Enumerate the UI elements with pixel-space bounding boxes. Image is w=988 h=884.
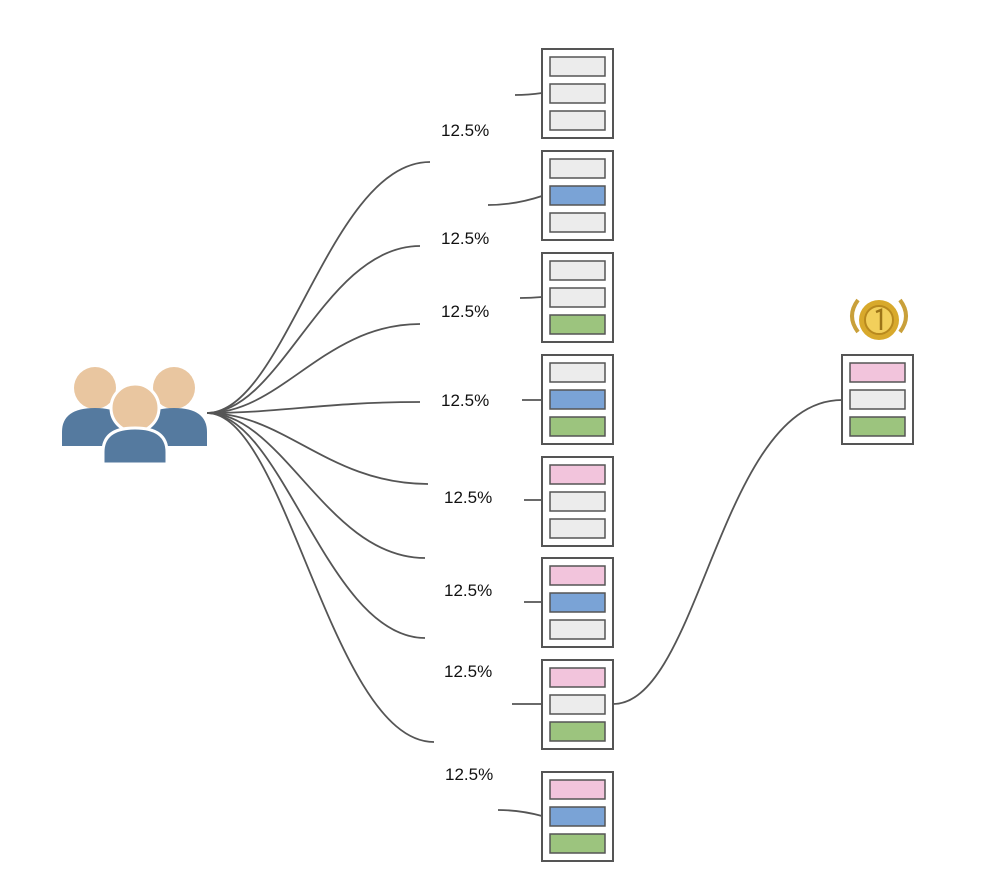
slot-empty [549,212,606,233]
percentage-label: 12.5% [441,121,489,140]
slot-empty [549,110,606,131]
slot-empty [549,619,606,640]
slot-blue [549,806,606,827]
slot-empty [549,518,606,539]
percentage-label: 12.5% [445,765,493,784]
variant-box [541,354,614,445]
stub-line [514,92,543,96]
slot-green [549,416,606,437]
fan-line [206,412,429,485]
slot-empty [549,287,606,308]
variant-box [541,48,614,139]
slot-blue [549,185,606,206]
percentage-label: 12.5% [441,391,489,410]
users-group-icon [62,367,207,466]
percentage-label: 12.5% [444,581,492,600]
slot-empty [849,389,906,410]
fan-line [206,412,426,639]
variant-box [541,659,614,750]
slot-green [549,721,606,742]
percentage-label: 12.5% [441,302,489,321]
stub-line [497,809,543,817]
slot-green [849,416,906,437]
winning-variant-box [841,354,914,445]
connector-lines [206,92,843,817]
winner-line [612,399,843,705]
slot-empty [549,694,606,715]
slot-green [549,833,606,854]
stub-line [519,296,543,299]
slot-empty [549,56,606,77]
slot-pink [549,464,606,485]
variant-box [541,557,614,648]
percentage-label: 12.5% [441,229,489,248]
winner-box [841,354,914,445]
stub-line [487,195,543,206]
slot-blue [549,592,606,613]
gold-medal-icon [850,298,908,340]
variant-boxes [541,48,614,862]
variant-box [541,252,614,343]
slot-pink [549,565,606,586]
fan-line [206,245,421,414]
slot-empty [549,158,606,179]
slot-pink [549,667,606,688]
slot-empty [549,260,606,281]
variant-box [541,771,614,862]
slot-blue [549,389,606,410]
slot-empty [549,83,606,104]
slot-empty [549,362,606,383]
percentage-label: 12.5% [444,488,492,507]
fan-line [206,412,435,743]
slot-pink [849,362,906,383]
slot-empty [549,491,606,512]
fan-line [206,161,431,414]
percentage-label: 12.5% [444,662,492,681]
slot-pink [549,779,606,800]
slot-green [549,314,606,335]
fan-line [206,401,421,414]
fan-line [206,323,421,414]
percentage-labels: 12.5% 12.5% 12.5% 12.5% 12.5% 12.5% 12.5% 12.5% [441,121,493,784]
variant-box [541,150,614,241]
fan-line [206,412,426,559]
variant-box [541,456,614,547]
